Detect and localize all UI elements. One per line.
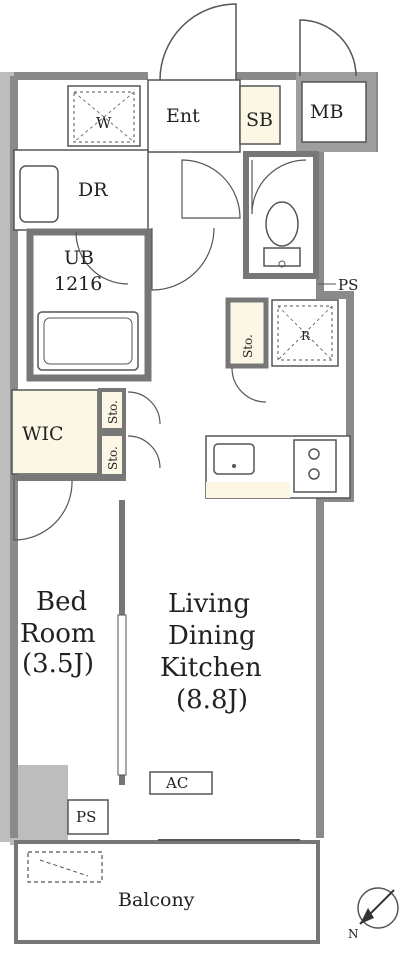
label-north: N	[348, 927, 359, 941]
balcony	[14, 840, 320, 944]
bath-door	[75, 231, 129, 285]
washer-diag-2	[73, 91, 135, 143]
sink-drain	[232, 464, 236, 468]
walk-in-closet	[11, 389, 99, 475]
toilet-sink	[278, 260, 286, 268]
storage-upper-door	[127, 391, 161, 425]
air-conditioner	[149, 771, 213, 795]
storage-fridge-side	[225, 297, 269, 369]
stove-burner-1	[308, 448, 320, 460]
label-bedroom-2: Room	[20, 619, 96, 649]
bathtub	[37, 311, 139, 371]
label-ldk-1: Living	[168, 589, 250, 619]
kitchen-sink	[213, 443, 255, 475]
hall-door-2	[151, 227, 215, 291]
label-air-conditioner: AC	[165, 774, 188, 792]
entrance-door	[159, 3, 237, 81]
fridge-diag-2	[277, 305, 333, 361]
washer-area	[67, 85, 141, 147]
toilet-tank	[263, 247, 301, 267]
sliding-door	[117, 614, 127, 776]
vanity	[19, 165, 59, 223]
label-entrance: Ent	[166, 105, 200, 127]
label-bedroom-1: Bed	[36, 587, 87, 617]
mb-box	[301, 81, 367, 143]
outer-wall-left-lower	[10, 765, 68, 845]
mb-door	[299, 19, 357, 77]
label-unit-bath: UB	[64, 247, 94, 269]
label-washer: W	[96, 114, 112, 132]
toilet-door	[251, 159, 307, 215]
bathtub-inner	[43, 317, 133, 365]
hall-door-1	[181, 159, 241, 219]
label-refrigerator: R	[301, 329, 311, 343]
label-storage-fridge-side: Sto.	[241, 334, 255, 358]
label-wic: WIC	[22, 423, 64, 445]
label-ldk-size: (8.8J)	[176, 685, 248, 715]
bedroom-door	[13, 479, 73, 541]
fridge-box	[277, 305, 333, 361]
kitchen-counter-front	[206, 482, 290, 498]
label-storage-lower: Sto.	[106, 446, 120, 470]
washer-box	[73, 91, 135, 143]
label-ldk-2: Dining	[168, 621, 256, 651]
label-meter-box: MB	[310, 101, 343, 123]
label-bedroom-size: (3.5J)	[22, 649, 94, 679]
label-pipe-space-lower: PS	[76, 808, 96, 826]
label-shoe-box: SB	[246, 109, 273, 131]
balcony-ac-diag	[39, 859, 89, 877]
storage-lower-door	[127, 435, 161, 469]
shoe-box	[239, 85, 281, 145]
compass-arrow-icon	[360, 908, 374, 924]
stove	[293, 439, 337, 493]
label-unit-bath-size: 1216	[54, 273, 102, 295]
label-dressing-room: DR	[78, 179, 108, 201]
pipe-space-lower	[67, 799, 109, 835]
label-pipe-space-upper: PS	[338, 276, 358, 294]
washer-diag-1	[73, 91, 135, 143]
toilet-bowl	[265, 201, 299, 247]
label-balcony: Balcony	[118, 889, 195, 911]
label-ldk-3: Kitchen	[160, 653, 262, 683]
stove-burner-2	[308, 468, 320, 480]
storage-upper	[98, 388, 126, 432]
label-storage-upper: Sto.	[106, 400, 120, 424]
storage-door	[231, 367, 267, 403]
balcony-ac-unit	[27, 851, 103, 883]
